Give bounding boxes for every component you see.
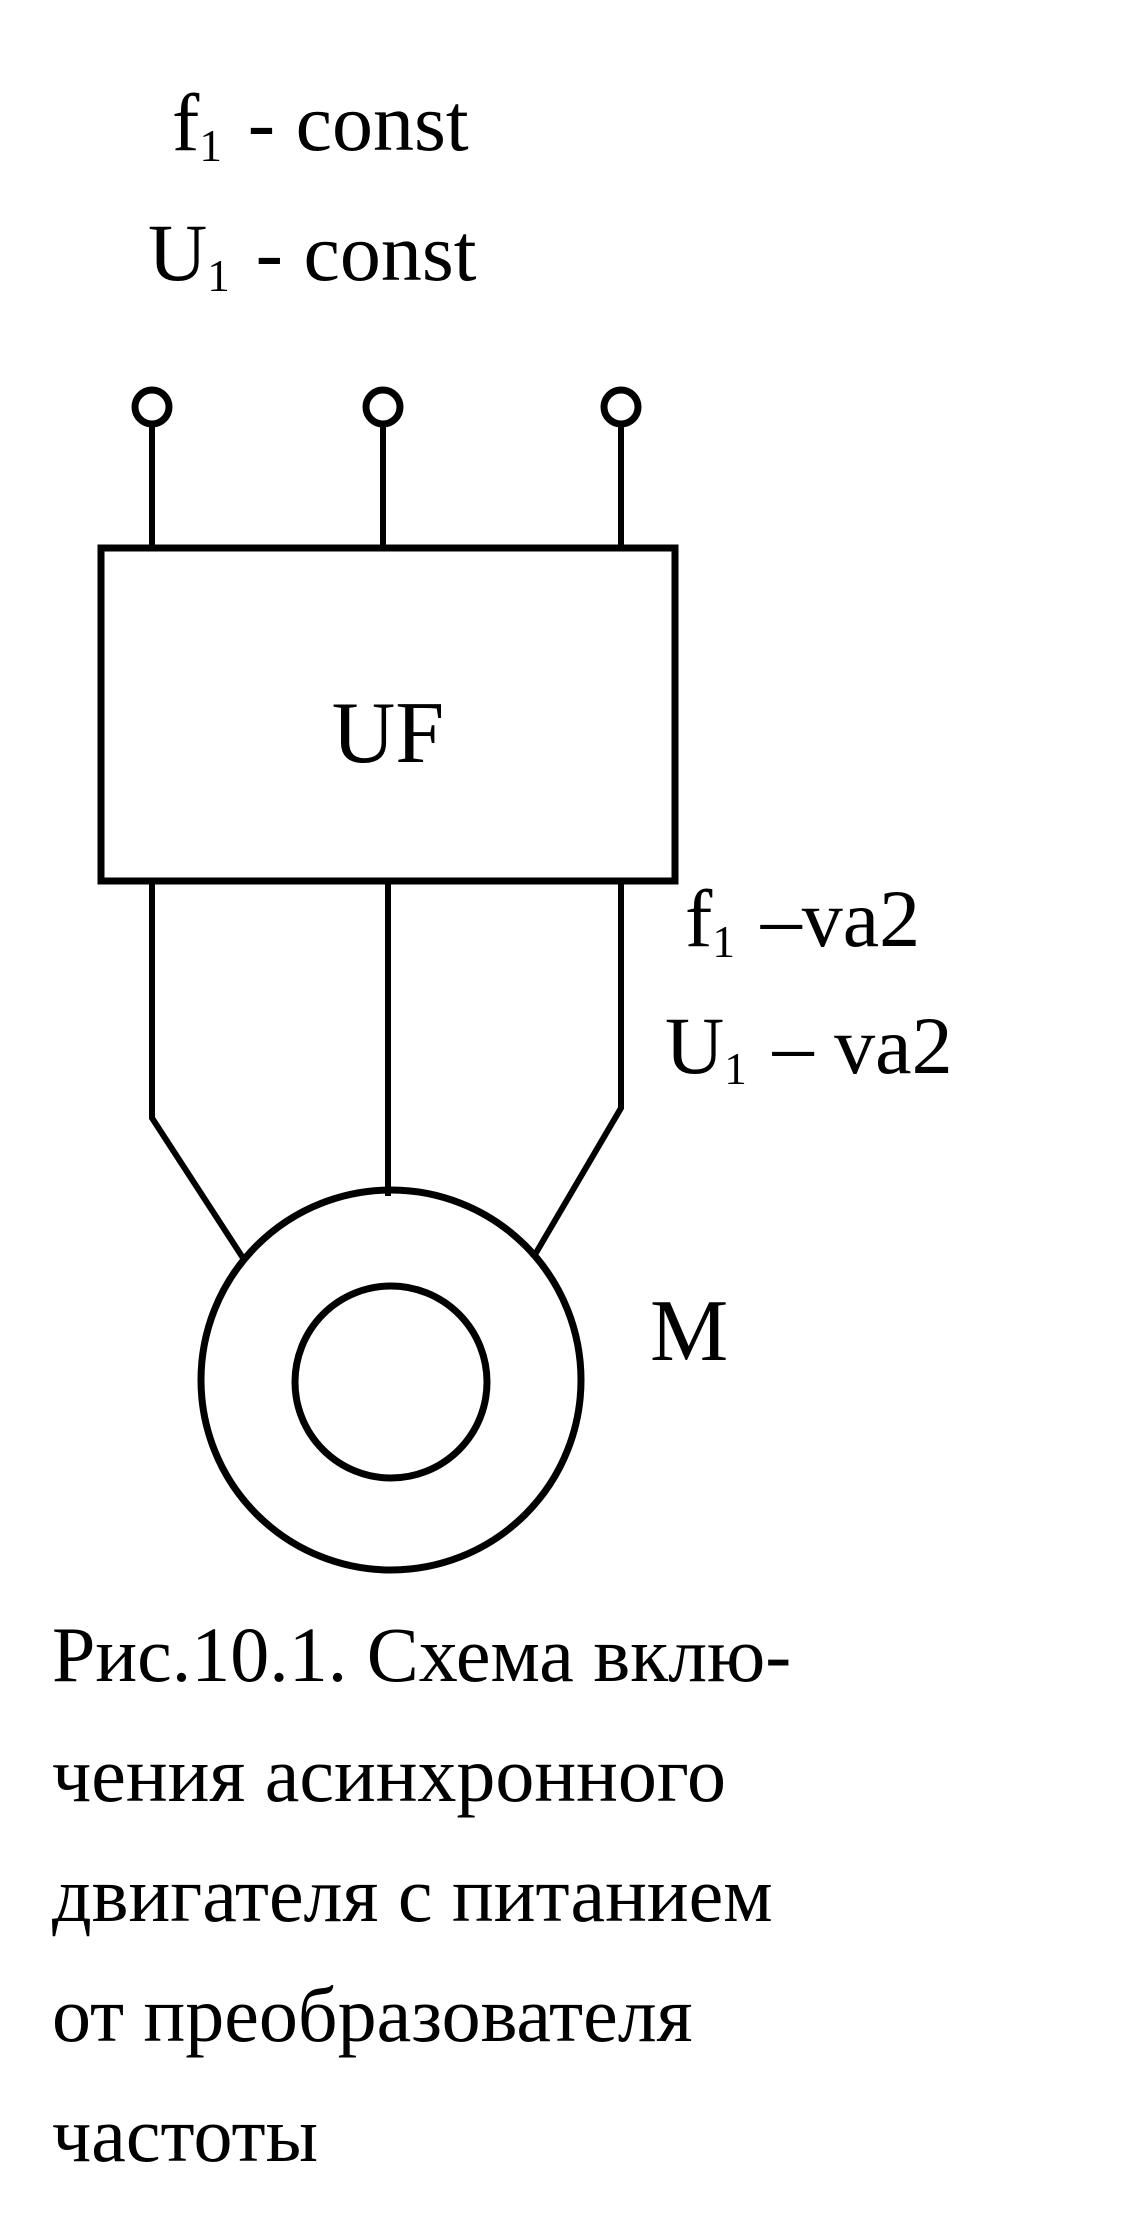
- input-frequency-label: f1 - const: [172, 82, 469, 169]
- output-lead-right: [530, 881, 624, 1260]
- input-voltage-subscript: 1: [207, 251, 230, 302]
- input-terminal-3: [600, 386, 642, 428]
- converter-label: UF: [332, 685, 445, 782]
- input-leads: [149, 424, 624, 548]
- output-voltage-subscript: 1: [724, 1044, 747, 1095]
- input-terminal-1: [131, 386, 173, 428]
- output-frequency-text: –va2: [740, 873, 921, 964]
- motor-stator-circle: [197, 1186, 585, 1574]
- frequency-converter-block: [97, 544, 679, 885]
- input-voltage-label: U1 - const: [148, 212, 477, 299]
- input-voltage-text: - const: [235, 207, 477, 298]
- output-voltage-symbol: U: [665, 1000, 725, 1091]
- output-voltage-text: – va2: [752, 1000, 953, 1091]
- output-voltage-label: U1 – va2: [665, 1005, 953, 1092]
- caption-line-5: частоты: [52, 2091, 318, 2178]
- input-voltage-symbol: U: [148, 207, 208, 298]
- caption-line-3: двигателя с питанием: [52, 1851, 773, 1938]
- caption-line-1: Рис.10.1. Схема вклю-: [52, 1611, 792, 1698]
- output-lead-left: [149, 881, 246, 1260]
- output-frequency-symbol: f: [685, 873, 713, 964]
- motor-rotor-circle: [291, 1282, 491, 1482]
- input-terminal-2: [362, 386, 404, 428]
- caption-line-2: чения асинхронного: [52, 1731, 726, 1818]
- input-frequency-text: - const: [227, 77, 469, 168]
- motor-label: M: [650, 1283, 729, 1380]
- caption-line-4: от преобразователя: [52, 1971, 693, 2058]
- input-terminals: [131, 386, 642, 428]
- output-leads: [149, 881, 624, 1260]
- output-frequency-label: f1 –va2: [685, 878, 920, 965]
- input-frequency-symbol: f: [172, 77, 200, 168]
- figure-caption: Рис.10.1. Схема вклю- чения асинхронного…: [52, 1595, 1112, 2195]
- input-frequency-subscript: 1: [199, 121, 222, 172]
- output-frequency-subscript: 1: [712, 917, 735, 968]
- circuit-diagram: UF: [97, 386, 679, 1574]
